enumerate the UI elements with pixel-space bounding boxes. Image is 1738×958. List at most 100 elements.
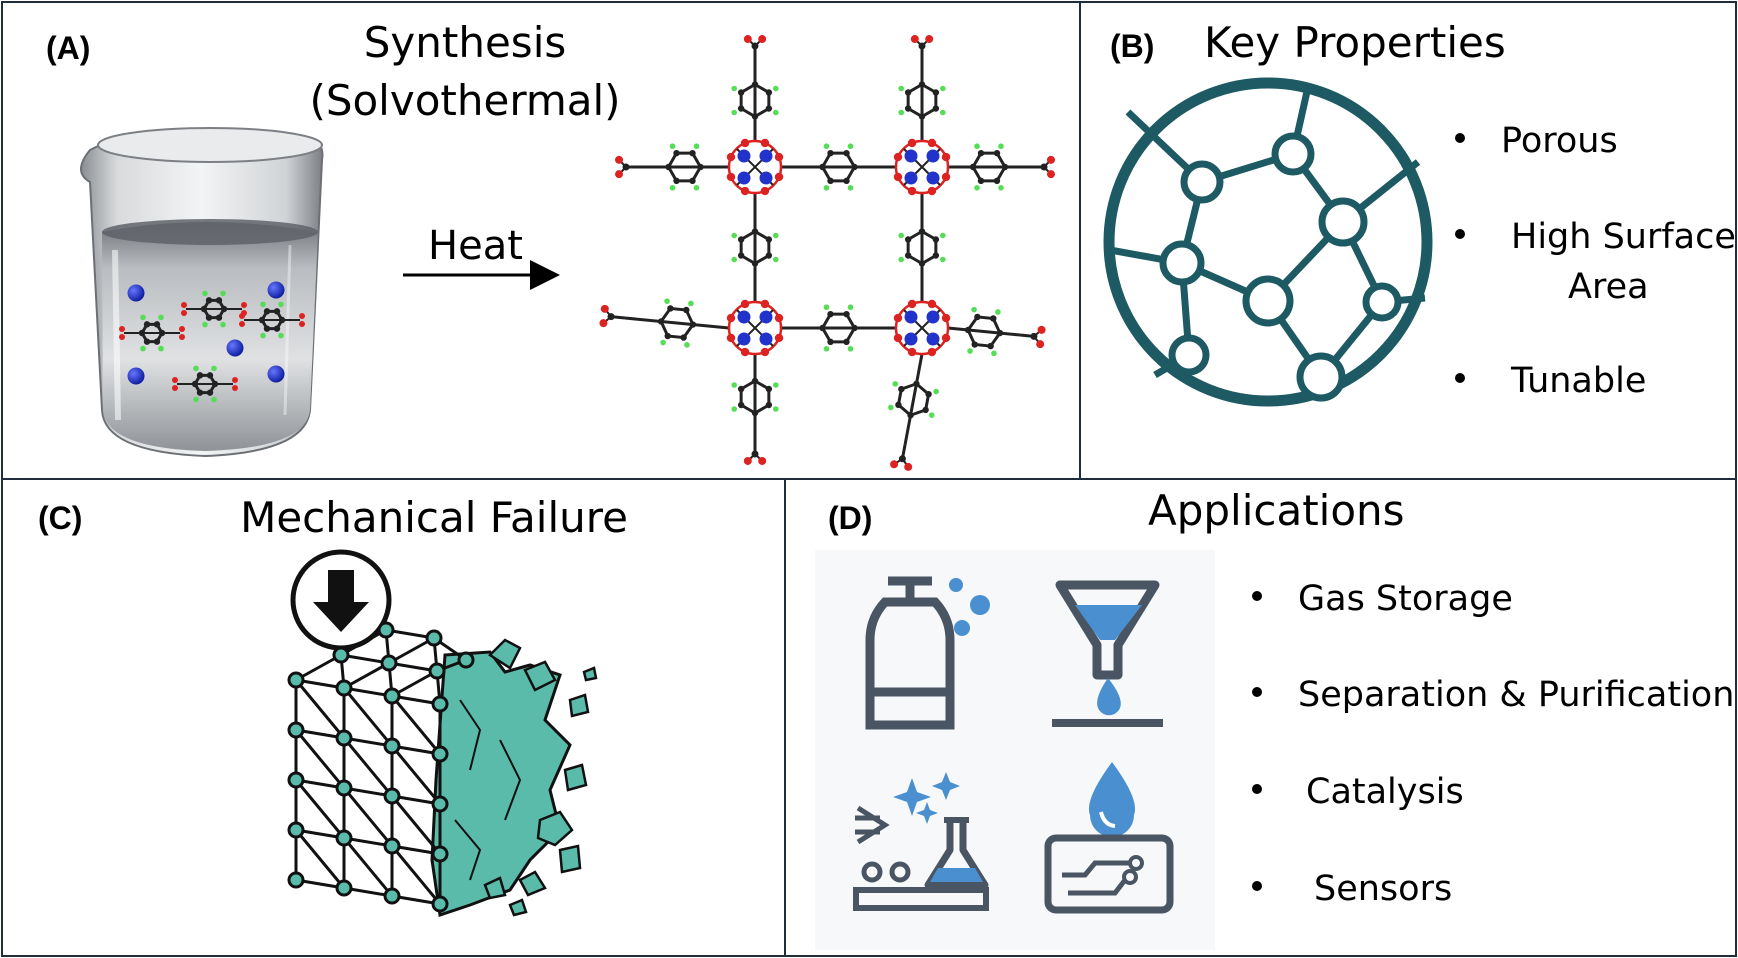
gas-cylinder-icon	[865, 576, 990, 730]
oxygen-atom	[299, 313, 305, 319]
lattice-node	[287, 871, 305, 889]
carbon-atom	[969, 163, 977, 171]
sensor-chip-icon	[1044, 762, 1174, 914]
heat-label: Heat	[428, 223, 523, 269]
oxygen-atom	[600, 304, 609, 313]
hydrogen-atom	[693, 184, 700, 191]
carbon-atom	[143, 321, 151, 328]
carbon-atom	[751, 260, 759, 267]
lattice-bond	[391, 669, 438, 698]
hydrogen-atom	[967, 348, 973, 354]
hydrogen-atom	[731, 406, 738, 412]
carbon-atom	[200, 305, 208, 313]
hydrogen-atom	[220, 290, 226, 297]
lattice-node	[335, 829, 353, 847]
hydrogen-atom	[140, 345, 146, 352]
oxygen-atom	[726, 313, 736, 323]
hydrogen-atom	[898, 232, 905, 239]
lattice-node	[431, 845, 449, 863]
hydrogen-atom	[664, 298, 670, 304]
oxygen-atom	[893, 313, 903, 323]
oxygen-atom	[615, 170, 624, 179]
carbon-atom	[751, 377, 759, 385]
carbon-atom	[751, 113, 759, 120]
hydrogen-atom	[211, 396, 217, 403]
lattice-node	[431, 695, 449, 713]
oxygen-atom	[740, 347, 750, 357]
lattice-bond	[390, 695, 442, 755]
carbon-atom	[932, 252, 940, 259]
hydrogen-atom	[991, 350, 997, 357]
lattice-bond	[388, 636, 435, 665]
lattice-node	[287, 821, 305, 839]
oxygen-atom	[774, 333, 784, 343]
hydrogen-atom	[158, 345, 164, 352]
carbon-atom	[843, 177, 850, 185]
oxygen-atom	[179, 326, 185, 332]
hydrogen-atom	[772, 406, 779, 412]
carbon-atom	[819, 163, 826, 171]
carbon-atom	[263, 325, 271, 332]
panel-a-title-line1: Synthesis	[363, 18, 567, 67]
hydrogen-atom	[847, 304, 854, 311]
oxygen-atom	[119, 334, 125, 340]
metal-cluster-ring	[727, 139, 783, 195]
catalysis-flask-icon	[853, 772, 989, 911]
lattice-bond	[294, 729, 346, 789]
carbon-atom	[751, 409, 759, 417]
carbon-atom	[191, 380, 199, 388]
carbon-atom	[273, 325, 281, 332]
carbon-atom	[851, 324, 858, 332]
oxygen-atom	[941, 172, 951, 182]
oxygen-atom	[726, 333, 736, 343]
lattice-bond	[390, 795, 442, 855]
bullet-icon	[1252, 591, 1262, 601]
carbon-atom	[993, 149, 1001, 157]
oxygen-atom	[904, 462, 913, 471]
carbon-atom	[827, 338, 834, 346]
oxygen-atom	[740, 299, 750, 309]
lattice-bond	[343, 661, 390, 690]
carbon-atom	[278, 316, 286, 324]
fracture-illustration	[287, 549, 598, 917]
lattice-node	[383, 687, 401, 705]
hydrogen-atom	[847, 143, 854, 150]
metal-atom	[926, 310, 940, 324]
carbon-atom	[765, 89, 773, 96]
hydrogen-atom	[669, 184, 676, 191]
beaker-illustration	[80, 127, 324, 458]
carbon-atom	[737, 385, 745, 393]
hydrogen-atom	[823, 345, 830, 352]
lattice-node	[287, 671, 305, 689]
hydrogen-atom	[772, 232, 779, 239]
panel-c-label: (C)	[38, 500, 83, 536]
oxygen-atom	[1036, 340, 1045, 349]
carbon-atom	[657, 318, 665, 325]
linker-bond	[903, 353, 924, 446]
oxygen-atom	[893, 172, 903, 182]
carbon-atom	[922, 406, 929, 414]
hydrogen-atom	[823, 184, 830, 191]
oxygen-atom	[758, 35, 767, 44]
lattice-bond	[340, 628, 387, 657]
carbon-atom	[765, 252, 773, 259]
metal-atom	[904, 310, 918, 324]
lattice-node	[383, 787, 401, 805]
oxygen-atom	[927, 347, 937, 357]
metal-atom	[926, 149, 940, 163]
bullet-icon	[1252, 784, 1262, 794]
hydrogen-atom	[928, 412, 935, 418]
hydrogen-atom	[260, 301, 266, 308]
metal-atom	[759, 149, 773, 163]
application-gas-storage: Gas Storage	[1252, 582, 1513, 617]
oxygen-atom	[239, 321, 245, 327]
metal-atom	[759, 332, 773, 346]
oxygen-atom	[925, 35, 934, 44]
carbon-atom	[665, 163, 672, 171]
application-sensors: Sensors	[1252, 872, 1452, 907]
metal-atom	[926, 171, 940, 185]
oxygen-atom	[1046, 170, 1055, 179]
hydrogen-atom	[688, 300, 694, 307]
lattice-bond	[342, 737, 394, 797]
hydrogen-atom	[731, 232, 738, 239]
